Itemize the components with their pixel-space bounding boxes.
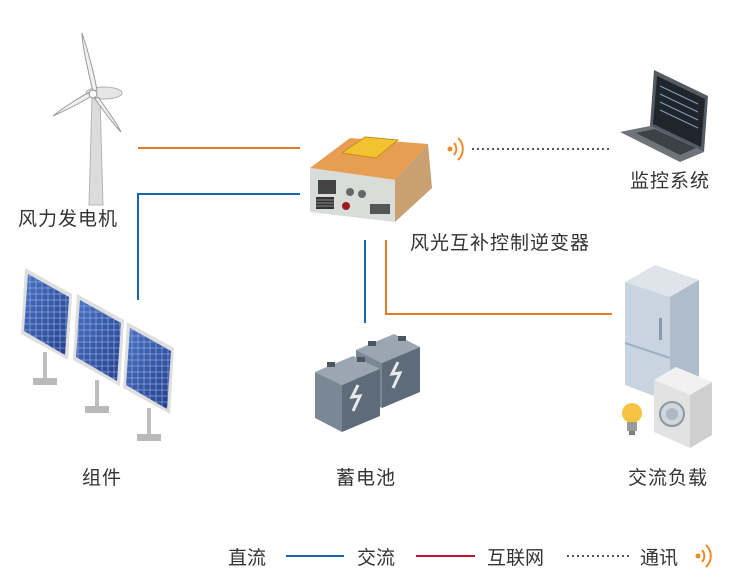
panels-to-inverter-dc-line [137, 193, 300, 300]
legend-ac-label: 交流 [357, 547, 396, 569]
solar-panel-2 [73, 294, 124, 413]
monitor-label: 监控系统 [630, 170, 711, 192]
ac-load-label: 交流负载 [628, 467, 709, 489]
legend-internet-label: 互联网 [487, 547, 545, 569]
wind-turbine-label: 风力发电机 [18, 208, 119, 230]
panels-label: 组件 [82, 467, 123, 489]
washing-machine-icon [654, 367, 712, 448]
laptop-icon [620, 70, 708, 162]
battery-front [315, 356, 380, 432]
battery-label: 蓄电池 [336, 467, 397, 489]
light-bulb-icon [622, 403, 642, 435]
wind-turbine-icon [52, 32, 123, 206]
solar-panels-icon [21, 268, 174, 441]
battery-icon [315, 334, 420, 432]
inverter-label: 风光互补控制逆变器 [410, 232, 591, 254]
solar-panel-3 [123, 322, 174, 441]
ac-load-icon [622, 265, 712, 448]
legend-signal-icon [695, 544, 712, 568]
inverter-to-load-ac-line [385, 240, 612, 315]
legend-comm-label: 通讯 [640, 547, 679, 569]
inverter-icon [310, 136, 432, 222]
legend-dc-label: 直流 [228, 547, 267, 569]
solar-panel-1 [21, 268, 72, 385]
signal-icon [447, 137, 464, 161]
